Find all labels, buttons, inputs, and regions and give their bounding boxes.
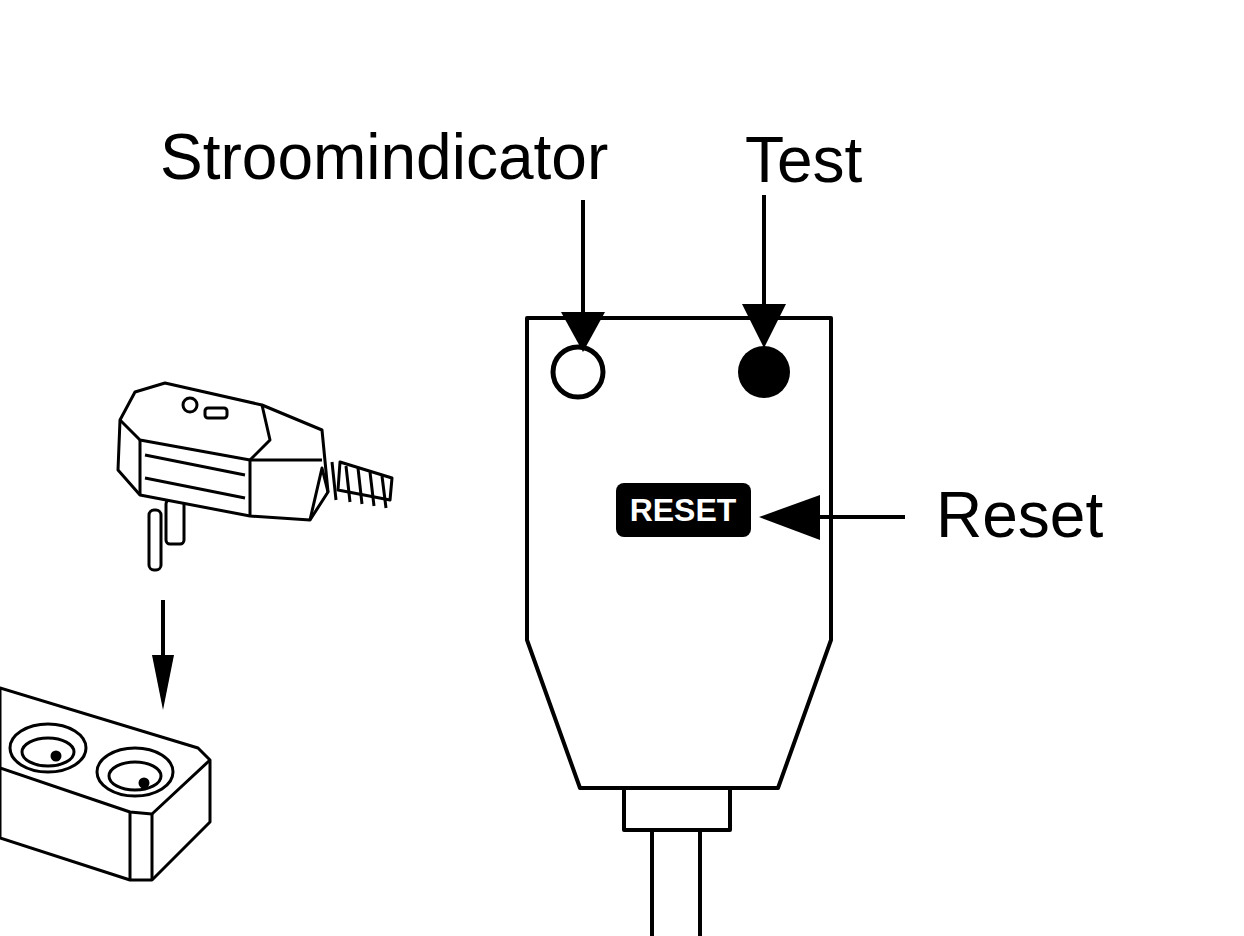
test-button <box>738 346 790 398</box>
plug-drawing <box>118 383 392 570</box>
arrow-head <box>742 304 786 348</box>
button-text: RESET <box>630 494 737 526</box>
reset-button: RESET <box>616 483 751 537</box>
leader-line <box>161 600 165 660</box>
cable-neck <box>624 788 730 830</box>
leader-line <box>815 515 905 519</box>
cable-line <box>650 830 654 936</box>
arrow-head <box>759 495 820 540</box>
cable-line <box>698 830 702 936</box>
leader-line <box>762 195 766 308</box>
part-label: Test <box>745 128 862 192</box>
power-strip <box>0 688 210 880</box>
part-label: Reset <box>936 483 1103 547</box>
leader-line <box>581 200 585 316</box>
arrow-head <box>152 655 174 710</box>
part-label: Stroomindicator <box>160 125 608 189</box>
power-indicator <box>553 347 603 397</box>
rcd-housing <box>527 318 831 788</box>
arrow-head <box>561 312 605 352</box>
